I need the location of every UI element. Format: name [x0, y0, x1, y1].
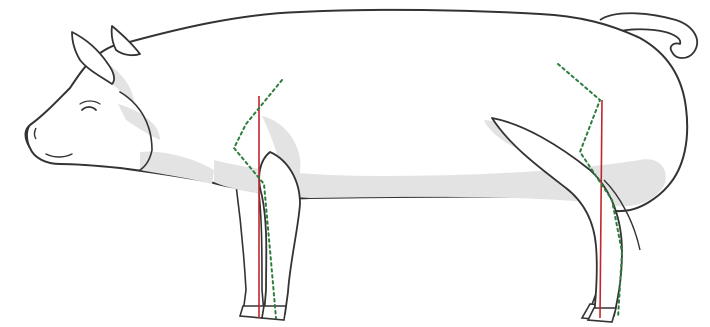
far-front-hoof — [238, 305, 265, 319]
near-front-leg — [258, 151, 301, 315]
tail — [599, 12, 698, 59]
rear-bone-alignment — [557, 63, 624, 319]
hock-line — [603, 179, 641, 251]
rear-plumb-line — [599, 99, 603, 319]
near-ear — [71, 31, 115, 85]
far-ear — [110, 25, 141, 57]
eye — [81, 106, 97, 111]
near-front-hoof — [261, 305, 287, 321]
eye-brow — [79, 100, 101, 105]
mouth — [45, 153, 73, 158]
front-bone-alignment — [232, 79, 283, 319]
near-rear-hoof — [586, 307, 618, 323]
snout-tip — [26, 124, 31, 149]
jowl-line — [119, 91, 153, 171]
nostril — [33, 127, 37, 140]
neck-shade — [140, 151, 214, 184]
